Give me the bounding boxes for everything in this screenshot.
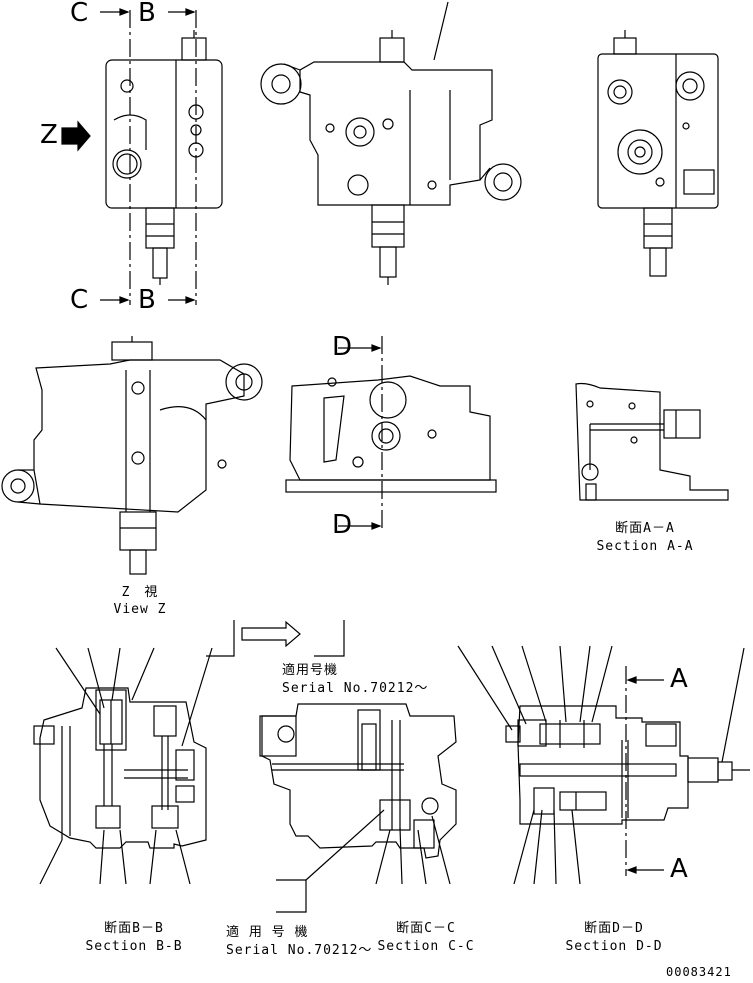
section-c-marker-bottom: C bbox=[70, 285, 89, 315]
serial-note-bottom-en: Serial No.70212～ bbox=[226, 943, 373, 958]
section-d-marker-view bbox=[285, 336, 497, 530]
view-z-drawing bbox=[1, 336, 263, 575]
section-b-marker-top: B bbox=[138, 0, 156, 28]
section-cc-label-jp: 断面C－C bbox=[396, 921, 456, 936]
section-aa-drawing bbox=[575, 382, 729, 501]
section-a-marker-top: A bbox=[670, 664, 688, 694]
section-cc-label-en: Section C-C bbox=[377, 939, 475, 954]
section-aa-label-en: Section A-A bbox=[596, 539, 694, 554]
view-z-label-en: View Z bbox=[113, 602, 167, 617]
section-d-marker-top: D bbox=[332, 332, 353, 362]
serial-note-top-jp: 適用号機 bbox=[282, 663, 339, 678]
side-view-top-center bbox=[260, 1, 522, 285]
section-bb-drawing bbox=[33, 647, 213, 885]
section-bb-label-en: Section B-B bbox=[85, 939, 183, 954]
section-aa-label-jp: 断面A－A bbox=[615, 521, 675, 536]
view-z-marker: Z bbox=[40, 120, 58, 150]
drawing-number: 00083421 bbox=[666, 965, 732, 979]
view-z-label-jp: Z 視 bbox=[121, 585, 159, 600]
front-view-top-left bbox=[61, 8, 223, 305]
section-a-marker-bottom: A bbox=[670, 854, 688, 884]
section-dd-drawing bbox=[457, 645, 750, 885]
serial-change-indicator bbox=[206, 620, 385, 913]
section-d-marker-bottom: D bbox=[332, 510, 353, 540]
serial-note-bottom-jp: 適 用 号 機 bbox=[226, 925, 309, 940]
section-dd-label-jp: 断面D－D bbox=[584, 921, 644, 936]
section-bb-label-jp: 断面B－B bbox=[104, 921, 164, 936]
rear-view-top-right bbox=[597, 30, 719, 277]
serial-note-top-en: Serial No.70212～ bbox=[282, 681, 429, 696]
section-dd-label-en: Section D-D bbox=[565, 939, 663, 954]
section-cc-drawing bbox=[259, 703, 457, 885]
section-b-marker-bottom: B bbox=[138, 285, 156, 315]
section-c-marker-top: C bbox=[70, 0, 89, 28]
